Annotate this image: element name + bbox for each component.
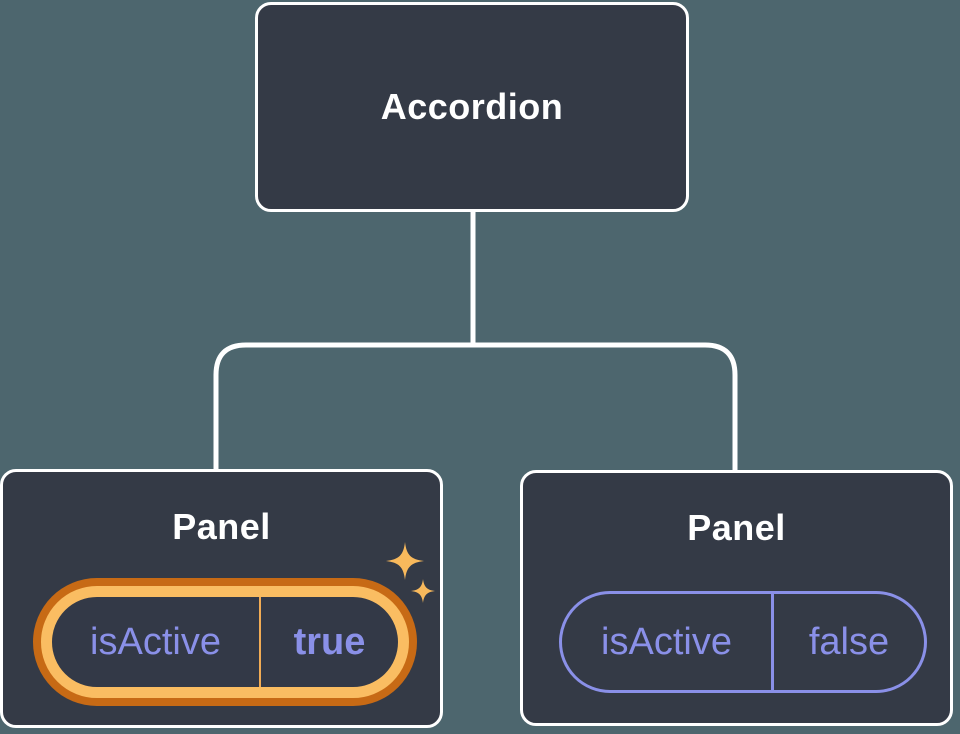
state-pill-active: isActive true: [41, 586, 409, 698]
panel-node-label: Panel: [687, 507, 786, 548]
panel-node-active: Panel isActive true: [0, 469, 443, 728]
pill-divider: [259, 597, 261, 687]
prop-value-label: false: [808, 620, 890, 663]
panel-node-inactive: Panel isActive false: [520, 470, 953, 726]
prop-name-label: isActive: [90, 620, 221, 663]
prop-name-label: isActive: [601, 620, 732, 663]
pill-divider: [771, 594, 774, 690]
state-pill-inactive: isActive false: [559, 591, 927, 693]
panel-node-label: Panel: [172, 506, 271, 547]
prop-value-label: true: [293, 620, 366, 663]
root-node-accordion: Accordion: [255, 2, 689, 212]
root-node-label: Accordion: [380, 86, 564, 127]
